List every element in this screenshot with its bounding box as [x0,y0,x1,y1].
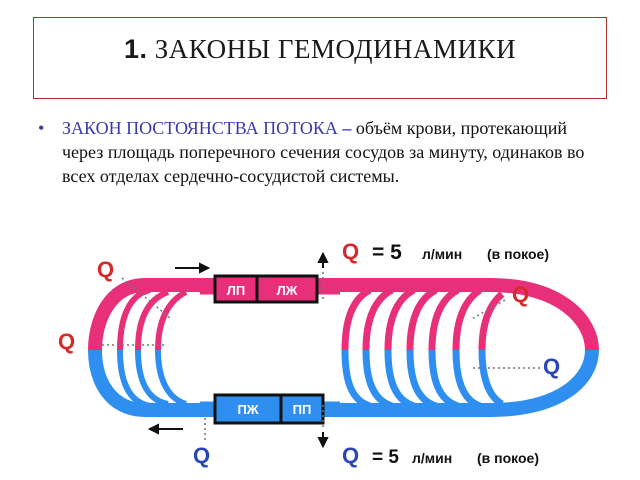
q-label-left-top: Q [97,257,114,282]
title-text: ЗАКОНЫ ГЕМОДИНАМИКИ [154,34,517,64]
chamber-pp-label: ПП [293,402,312,417]
q-label-left-mid: Q [58,329,75,354]
q-top-unit: л/мин [422,246,462,262]
q-top-symbol: Q [342,239,359,264]
right-heart-chambers: ПЖ ПП [213,393,325,425]
q-label-right-mid: Q [543,354,560,379]
pulmonary-vessel-bottom [88,349,146,417]
left-heart-chambers: ЛП ЛЖ [213,274,319,304]
arrow-up-icon [317,251,329,263]
law-body: объём крови, протекающий через площадь п… [62,118,585,186]
arrow-down-icon [317,437,329,449]
chamber-lzh-label: ЛЖ [277,283,298,298]
dotted-lines [92,272,540,440]
q-top-value: = 5 [372,241,402,264]
q-bottom-symbol: Q [342,443,359,468]
flow-arrows [147,251,329,449]
chamber-lzh [255,274,319,304]
title-box: 1. ЗАКОНЫ ГЕМОДИНАМИКИ [33,17,607,99]
q-label-right-top: Q [512,282,529,307]
chamber-lp [213,274,259,304]
q-bottom-unit: л/мин [412,450,452,466]
inner-vessels [200,285,340,411]
law-dash: – [337,118,356,138]
pulmonary-capillaries [117,287,188,409]
pulmonary-vessel-top [88,278,146,351]
systemic-vessel-bottom [145,349,599,417]
law-term: ЗАКОН ПОСТОЯНСТВА ПОТОКА [62,118,338,138]
systemic-vessel-top [145,278,599,351]
q-label-bottom-left: Q [193,443,210,468]
arrow-left-bottom-icon [147,423,159,435]
law-text: ЗАКОН ПОСТОЯНСТВА ПОТОКА – объём крови, … [62,116,602,188]
q-bottom-note: (в покое) [477,450,539,466]
q-bottom-value: = 5 [372,447,399,468]
bullet-icon: • [38,118,45,138]
chamber-lp-label: ЛП [227,283,245,298]
chamber-pp [279,393,325,425]
title-number: 1. [123,34,148,64]
arrow-right-top-icon [199,262,211,274]
chamber-pzh-label: ПЖ [237,402,258,417]
page-title: 1. ЗАКОНЫ ГЕМОДИНАМИКИ [34,34,606,65]
q-top-note: (в покое) [487,246,549,262]
systemic-capillaries [341,286,505,410]
